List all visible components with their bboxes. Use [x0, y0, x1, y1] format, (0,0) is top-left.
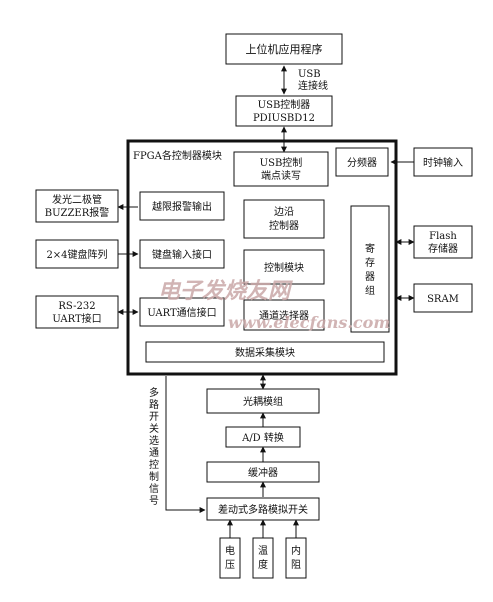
- host-app-box: [225, 33, 343, 65]
- usb-controller-box: [235, 95, 333, 127]
- watermark-line2: www.elecfans.com: [228, 313, 390, 332]
- usb-endpoint-box: [233, 151, 329, 187]
- overlimit-label: 越限报警输出: [152, 200, 212, 213]
- keypad-label: 2×4键盘阵列: [46, 248, 107, 261]
- uart-interface-label: UART通信接口: [147, 306, 216, 319]
- fpga-title: FPGA各控制器模块: [133, 149, 222, 162]
- keyboard-interface-box: [139, 239, 225, 269]
- mux-box: [206, 497, 320, 521]
- svg-text:组: 组: [365, 284, 375, 297]
- usb-controller-label-1: USB控制器: [258, 98, 311, 111]
- led-buzzer-label-1: 发光二极管: [52, 193, 102, 206]
- usb-endpoint-label-2: 端点读写: [261, 169, 301, 182]
- usb-link-label-2: 连接线: [298, 79, 328, 92]
- uart-interface-box: [139, 297, 225, 327]
- usb-endpoint-label-1: USB控制: [260, 156, 303, 169]
- data-acquisition-box: [145, 341, 385, 363]
- vertical-char: 号: [149, 495, 159, 507]
- svg-text:压: 压: [225, 559, 235, 571]
- temperature-label: 温 度: [258, 545, 268, 571]
- svg-text:电: 电: [225, 544, 235, 557]
- voltage-label: 电 压: [225, 544, 235, 571]
- vertical-char: 制: [149, 470, 159, 483]
- vertical-char: 选: [149, 434, 159, 447]
- svg-text:寄: 寄: [365, 242, 375, 255]
- channel-selector-label: 通道选择器: [259, 309, 309, 322]
- edge-controller-box: [243, 199, 325, 239]
- led-buzzer-label-2: BUZZER报警: [45, 206, 110, 219]
- svg-text:存: 存: [365, 256, 375, 269]
- channel-selector-box: [243, 299, 325, 331]
- control-module-box: [243, 249, 325, 285]
- rs232-label-2: UART接口: [52, 312, 101, 325]
- host-app-label: 上位机应用程序: [246, 42, 323, 56]
- keypad-box: [35, 239, 119, 269]
- register-group-box: [350, 205, 390, 333]
- svg-text:内: 内: [291, 544, 301, 557]
- led-buzzer-box: [35, 189, 119, 223]
- svg-text:度: 度: [258, 558, 268, 571]
- rs232-box: [35, 295, 119, 329]
- vertical-char: 通: [149, 447, 159, 459]
- optocoupler-label: 光耦模组: [243, 395, 283, 408]
- svg-text:器: 器: [365, 271, 375, 283]
- flash-box: [413, 225, 473, 259]
- watermark: 电子发烧友网 www.elecfans.com: [158, 278, 390, 332]
- flash-label-2: 存储器: [428, 242, 458, 255]
- optocoupler-box: [206, 388, 320, 414]
- clock-input-box: [413, 147, 473, 177]
- temperature-box: [252, 537, 274, 579]
- adc-box: [225, 426, 301, 448]
- sram-label: SRAM: [427, 294, 459, 305]
- vertical-char: 控: [149, 458, 159, 471]
- buffer-box: [206, 461, 320, 483]
- voltage-box: [219, 537, 241, 579]
- edge-controller-label-1: 边沿: [274, 206, 294, 218]
- mux-label: 差动式多路模拟开关: [218, 503, 308, 516]
- rs232-label-1: RS-232: [58, 301, 95, 312]
- svg-text:阻: 阻: [291, 559, 301, 571]
- svg-text:温: 温: [258, 545, 268, 557]
- resistance-box: [285, 537, 307, 579]
- mux-control-line: [165, 376, 206, 513]
- flash-label-1: Flash: [429, 231, 457, 242]
- clock-input-label: 时钟输入: [423, 156, 463, 169]
- data-acquisition-label: 数据采集模块: [235, 346, 295, 359]
- usb-controller-label-2: PDIUSBD12: [253, 113, 315, 124]
- edge-controller-label-2: 控制器: [269, 219, 299, 232]
- vertical-char: 开: [149, 412, 159, 423]
- divider-box: [335, 147, 389, 177]
- control-module-label: 控制模块: [264, 261, 304, 274]
- keyboard-interface-label: 键盘输入接口: [152, 248, 212, 261]
- resistance-label: 内 阻: [291, 544, 301, 571]
- overlimit-box: [139, 191, 225, 221]
- vertical-char: 多: [149, 386, 159, 399]
- vertical-char: 路: [149, 398, 159, 411]
- buffer-label: 缓冲器: [248, 466, 278, 479]
- fpga-module-frame: [126, 139, 398, 376]
- vertical-char: 关: [149, 422, 159, 435]
- adc-label: A/D 转换: [241, 431, 284, 444]
- watermark-line1: 电子发烧友网: [158, 278, 293, 304]
- divider-label: 分频器: [347, 156, 377, 169]
- sram-box: [413, 283, 473, 313]
- usb-link-label-1: USB: [298, 69, 321, 80]
- register-group-label: 寄 存 器 组: [365, 242, 375, 297]
- vertical-char: 信: [149, 483, 159, 495]
